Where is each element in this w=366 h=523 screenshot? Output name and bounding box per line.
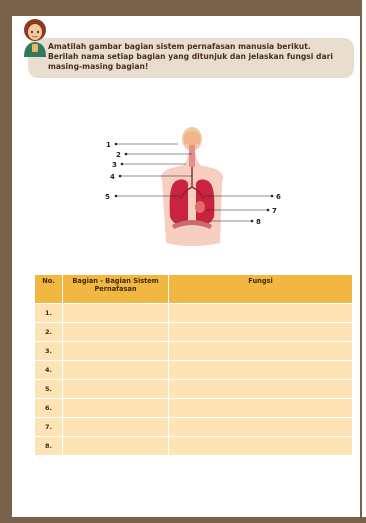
bagian-cell[interactable] (63, 342, 169, 361)
table-row: 4. (35, 361, 353, 380)
bagian-cell[interactable] (63, 437, 169, 456)
frame-right (360, 0, 366, 523)
row-number: 5. (35, 380, 63, 399)
bagian-cell[interactable] (63, 399, 169, 418)
diagram-label-5: 5 (105, 193, 110, 201)
diagram-label-6: 6 (276, 193, 281, 201)
fungsi-cell[interactable] (169, 418, 353, 437)
fungsi-cell[interactable] (169, 437, 353, 456)
diagram-label-3: 3 (112, 161, 117, 169)
frame-top (0, 0, 366, 16)
bagian-cell[interactable] (63, 323, 169, 342)
bagian-cell[interactable] (63, 304, 169, 323)
row-number: 4. (35, 361, 63, 380)
fungsi-cell[interactable] (169, 323, 353, 342)
row-number: 3. (35, 342, 63, 361)
teacher-avatar-icon (20, 17, 50, 57)
fungsi-cell[interactable] (169, 304, 353, 323)
table-row: 3. (35, 342, 353, 361)
frame-bottom (0, 517, 366, 523)
header-bagian: Bagian - Bagian Sistem Pernafasan (63, 275, 169, 304)
row-number: 2. (35, 323, 63, 342)
header-fungsi: Fungsi (169, 275, 353, 304)
table-row: 5. (35, 380, 353, 399)
answer-table: No. Bagian - Bagian Sistem Pernafasan Fu… (34, 274, 352, 456)
respiratory-system-diagram: 1 2 3 4 5 6 7 8 (100, 125, 290, 250)
diagram-label-1: 1 (106, 141, 111, 149)
row-number: 8. (35, 437, 63, 456)
diagram-label-4: 4 (110, 173, 115, 181)
frame-left (0, 0, 12, 523)
header-no: No. (35, 275, 63, 304)
table-row: 8. (35, 437, 353, 456)
diagram-label-7: 7 (272, 207, 277, 215)
diagram-label-2: 2 (116, 151, 121, 159)
table-row: 1. (35, 304, 353, 323)
instruction-box: Amatilah gambar bagian sistem pernafasan… (28, 38, 354, 78)
instruction-text: Amatilah gambar bagian sistem pernafasan… (48, 42, 346, 71)
bagian-cell[interactable] (63, 418, 169, 437)
fungsi-cell[interactable] (169, 380, 353, 399)
fungsi-cell[interactable] (169, 399, 353, 418)
fungsi-cell[interactable] (169, 361, 353, 380)
fungsi-cell[interactable] (169, 342, 353, 361)
bagian-cell[interactable] (63, 380, 169, 399)
row-number: 6. (35, 399, 63, 418)
table-row: 7. (35, 418, 353, 437)
table-header-row: No. Bagian - Bagian Sistem Pernafasan Fu… (35, 275, 353, 304)
torso-illustration (161, 127, 223, 246)
table-row: 6. (35, 399, 353, 418)
table-row: 2. (35, 323, 353, 342)
bagian-cell[interactable] (63, 361, 169, 380)
row-number: 7. (35, 418, 63, 437)
row-number: 1. (35, 304, 63, 323)
diagram-label-8: 8 (256, 218, 261, 226)
